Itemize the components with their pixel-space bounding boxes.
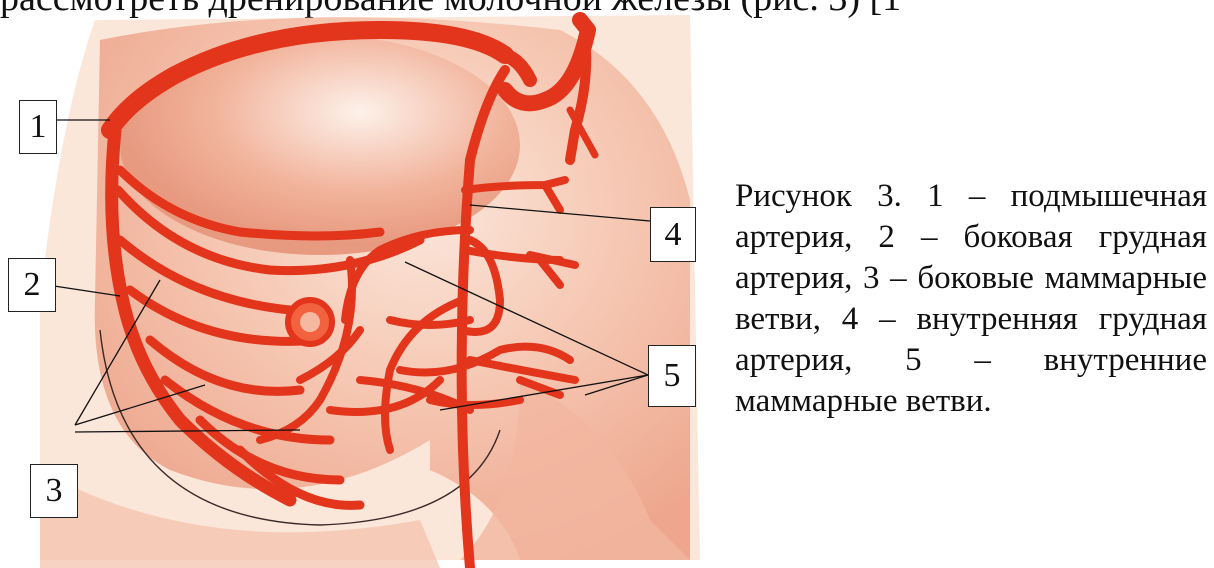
label-5: 5 xyxy=(648,345,696,407)
nipple xyxy=(300,312,320,332)
breast-arteries-illustration xyxy=(0,0,720,568)
label-1: 1 xyxy=(19,100,57,154)
label-2: 2 xyxy=(8,258,56,312)
label-3: 3 xyxy=(30,464,78,518)
figure-caption: Рисунок 3. 1 – подмышечная артерия, 2 – … xyxy=(735,176,1207,422)
label-4: 4 xyxy=(650,207,696,262)
